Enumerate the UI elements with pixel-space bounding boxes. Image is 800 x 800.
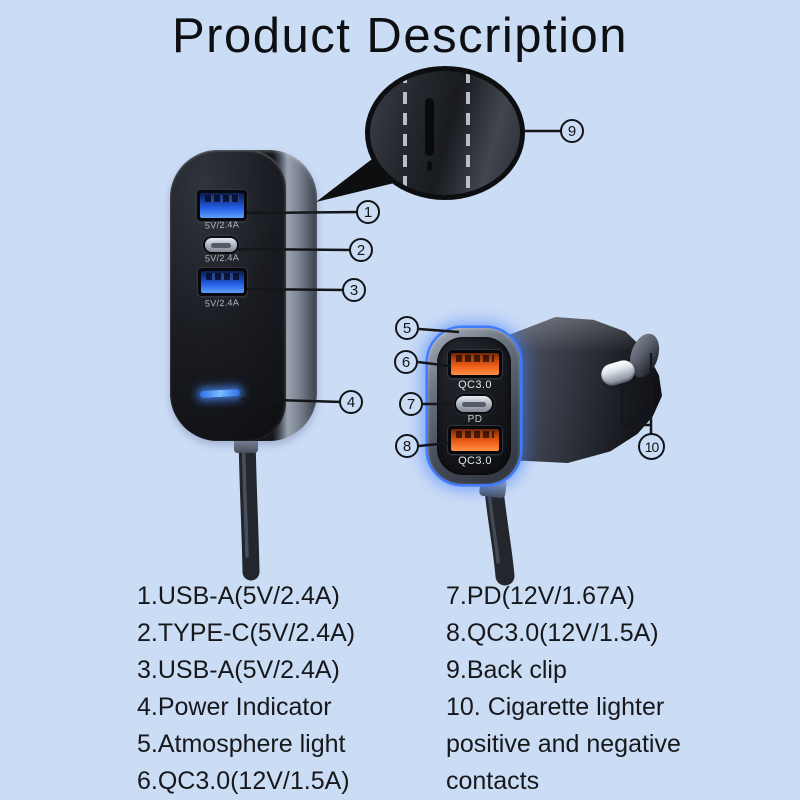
legend-right-column: 7.PD(12V/1.67A) 8.QC3.0(12V/1.5A) 9.Back…: [446, 578, 741, 800]
callout-5: 5: [395, 316, 419, 340]
page-title: Product Description: [171, 9, 629, 63]
hub-cable: [238, 416, 260, 581]
legend-item-1: 1.USB-A(5V/2.4A): [137, 582, 340, 610]
callout-4: 4: [339, 390, 363, 414]
port-label: QC3.0: [458, 379, 492, 391]
legend-item-4: 4.Power Indicator: [137, 693, 332, 721]
legend-item-2: 2.TYPE-C(5V/2.4A): [137, 619, 356, 647]
port-label: 5V/2.4A: [204, 252, 240, 264]
usb-a-port-1: [197, 190, 247, 221]
usb-a-port-2: [198, 268, 247, 296]
port-label: 5V/2.4A: [204, 297, 240, 309]
port-label: QC3.0: [458, 455, 492, 467]
type-c-port: [205, 238, 237, 252]
clip-stitch-line: [403, 71, 407, 195]
car-charger-face: QC3.0 PD QC3.0: [428, 328, 520, 484]
legend-item-3: 3.USB-A(5V/2.4A): [137, 656, 340, 684]
callout-8: 8: [395, 434, 419, 458]
port-label: PD: [467, 414, 483, 425]
clip-stitch-line: [466, 71, 470, 195]
legend-left-column: 1.USB-A(5V/2.4A) 2.TYPE-C(5V/2.4A) 3.USB…: [137, 578, 437, 800]
clip-hole: [427, 161, 432, 171]
legend-item-5: 5.Atmosphere light: [137, 730, 346, 758]
callout-1: 1: [356, 200, 380, 224]
qc-usb-a-port-2: [448, 426, 502, 454]
qc-usb-a-port-1: [448, 350, 502, 378]
legend-item-7: 7.PD(12V/1.67A): [446, 582, 635, 610]
legend-item-10: 10. Cigarette lighter positive and negat…: [446, 693, 681, 795]
legend-item-6: 6.QC3.0(12V/1.5A): [137, 767, 350, 795]
legend-item-9: 9.Back clip: [446, 656, 567, 684]
port-label: 5V/2.4A: [204, 219, 240, 231]
callout-6: 6: [394, 350, 418, 374]
callout-3: 3: [342, 278, 366, 302]
callout-10: 10: [638, 433, 665, 460]
clip-slot: [425, 98, 434, 156]
magnifier-circle: [365, 66, 525, 200]
callout-2: 2: [349, 238, 373, 262]
rear-extension-hub: 5V/2.4A 5V/2.4A 5V/2.4A: [170, 150, 317, 441]
legend-item-8: 8.QC3.0(12V/1.5A): [446, 619, 659, 647]
callout-9: 9: [560, 119, 584, 143]
callout-7: 7: [399, 392, 423, 416]
hub-front-face: 5V/2.4A 5V/2.4A 5V/2.4A: [170, 150, 286, 441]
pd-type-c-port: [456, 396, 492, 412]
power-indicator-led: [199, 388, 241, 399]
